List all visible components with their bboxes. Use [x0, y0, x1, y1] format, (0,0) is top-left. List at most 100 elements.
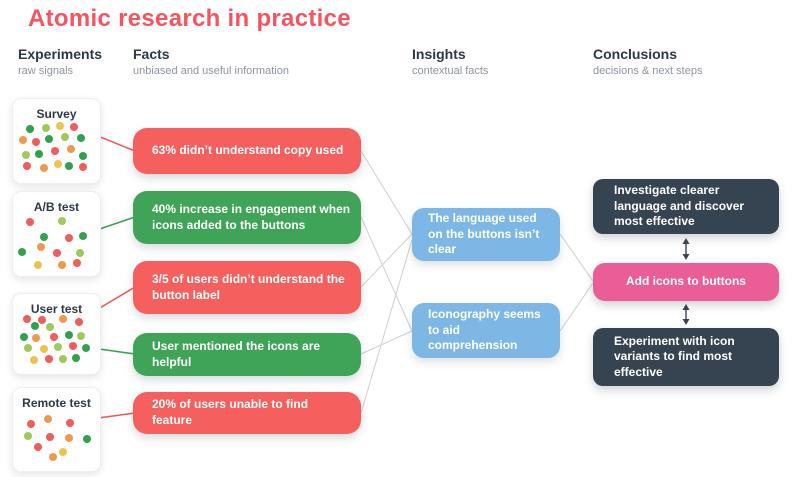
experiment-card-label: A/B test	[33, 200, 80, 214]
fact-text: 20% of users unable to find feature	[152, 397, 309, 427]
fact-node: 63% didn’t understand copy used	[133, 128, 361, 174]
data-point-dot	[79, 152, 87, 160]
data-point-dot	[40, 345, 48, 353]
insight-to-conclusion-link	[559, 233, 594, 282]
data-point-dot	[65, 434, 73, 442]
data-point-dot	[45, 135, 53, 143]
data-point-dot	[40, 164, 48, 172]
data-point-dot	[34, 261, 42, 269]
data-point-dot	[61, 133, 69, 141]
data-point-dot	[54, 343, 62, 351]
data-point-dot	[42, 124, 50, 132]
arrowhead	[682, 304, 690, 310]
data-point-dot	[22, 151, 30, 159]
data-point-dot	[46, 433, 54, 441]
data-point-dot	[31, 322, 39, 330]
data-point-dot	[77, 134, 85, 142]
data-point-dot	[32, 138, 40, 146]
data-point-dot	[59, 355, 67, 363]
column-sublabel: contextual facts	[412, 65, 489, 77]
data-point-dot	[50, 333, 58, 341]
data-point-dot	[24, 344, 32, 352]
data-point-dot	[79, 232, 87, 240]
insight-node: Iconography seems to aid comprehension	[412, 303, 560, 358]
experiment-card-label: Survey	[36, 107, 77, 121]
arrowhead	[682, 254, 690, 260]
data-point-dot	[44, 415, 52, 423]
conclusion-node-next-step: Investigate clearer language and discove…	[593, 179, 779, 234]
data-point-dot	[58, 217, 66, 225]
column-label: Insights	[412, 46, 466, 62]
data-point-dot	[24, 432, 32, 440]
data-point-dot	[53, 249, 61, 257]
data-point-dot	[19, 136, 27, 144]
data-point-dot	[66, 419, 74, 427]
data-point-dot	[32, 334, 40, 342]
column-sublabel: decisions & next steps	[593, 65, 703, 77]
data-point-dot	[75, 318, 83, 326]
conclusion-node-decision: Add icons to buttons	[593, 263, 779, 301]
data-point-dot	[83, 435, 91, 443]
data-point-dot	[67, 145, 75, 153]
fact-node: 20% of users unable to find feature	[133, 392, 361, 434]
experiment-card-label: Remote test	[22, 396, 91, 410]
data-point-dot	[46, 323, 54, 331]
data-point-dot	[40, 233, 48, 241]
data-point-dot	[49, 453, 57, 461]
data-point-dot	[59, 315, 67, 323]
data-point-dot	[73, 259, 81, 267]
data-point-dot	[82, 344, 90, 352]
data-point-dot	[27, 420, 35, 428]
data-point-dot	[79, 163, 87, 171]
conclusion-text: Experiment with icon variants to find mo…	[614, 333, 735, 379]
data-point-dot	[76, 249, 84, 257]
fact-node: 3/5 of users didn’t understand the butto…	[133, 261, 361, 314]
fact-to-insight-link	[360, 239, 413, 414]
fact-text: 63% didn’t understand copy used	[152, 143, 344, 158]
data-point-dot	[58, 261, 66, 269]
column-label: Facts	[133, 46, 170, 62]
data-point-dot	[65, 162, 73, 170]
data-point-dot	[18, 248, 26, 256]
data-point-dot	[37, 243, 45, 251]
column-label: Experiments	[18, 46, 103, 62]
column-sublabel: raw signals	[18, 65, 74, 77]
fact-to-insight-link	[360, 150, 413, 235]
experiment-card-survey: Survey	[12, 98, 101, 184]
data-point-dot	[65, 331, 73, 339]
data-point-dot	[70, 123, 78, 131]
column-header-experiments: Experiments raw signals	[18, 46, 102, 77]
experiment-card-remote-test: Remote test	[12, 387, 101, 472]
data-point-dot	[54, 160, 62, 168]
data-point-dot	[35, 150, 43, 158]
experiment-card-label: User test	[30, 302, 83, 316]
data-point-dot	[34, 443, 42, 451]
experiment-card-user-test: User test	[12, 293, 101, 375]
column-header-insights: Insights contextual facts	[412, 46, 488, 77]
column-label: Conclusions	[593, 46, 678, 62]
fact-text: 3/5 of users didn’t understand the butto…	[152, 271, 345, 302]
conclusion-text: Add icons to buttons	[626, 274, 746, 289]
data-point-dot	[26, 218, 34, 226]
fact-to-insight-link	[360, 233, 413, 288]
data-point-dot	[23, 162, 31, 170]
fact-to-insight-link	[360, 216, 413, 332]
data-point-dot	[69, 342, 77, 350]
fact-node: User mentioned the icons are helpful	[133, 333, 361, 376]
insight-text: Iconography seems to aid comprehension	[428, 307, 541, 353]
column-sublabel: unbiased and useful information	[133, 65, 289, 77]
page-title: Atomic research in practice	[28, 5, 351, 32]
data-point-dot	[30, 356, 38, 364]
data-point-dot	[23, 315, 31, 323]
data-point-dot	[56, 122, 64, 130]
insight-node: The language used on the buttons isn’t c…	[412, 208, 560, 261]
data-point-dot	[20, 333, 28, 341]
data-point-dot	[45, 355, 53, 363]
data-point-dot	[38, 316, 46, 324]
experiment-card-ab-test: A/B test	[12, 191, 101, 277]
arrowhead	[682, 319, 690, 325]
data-point-dot	[65, 234, 73, 242]
data-point-dot	[77, 332, 85, 340]
fact-text: 40% increase in engagement when icons ad…	[152, 201, 351, 232]
